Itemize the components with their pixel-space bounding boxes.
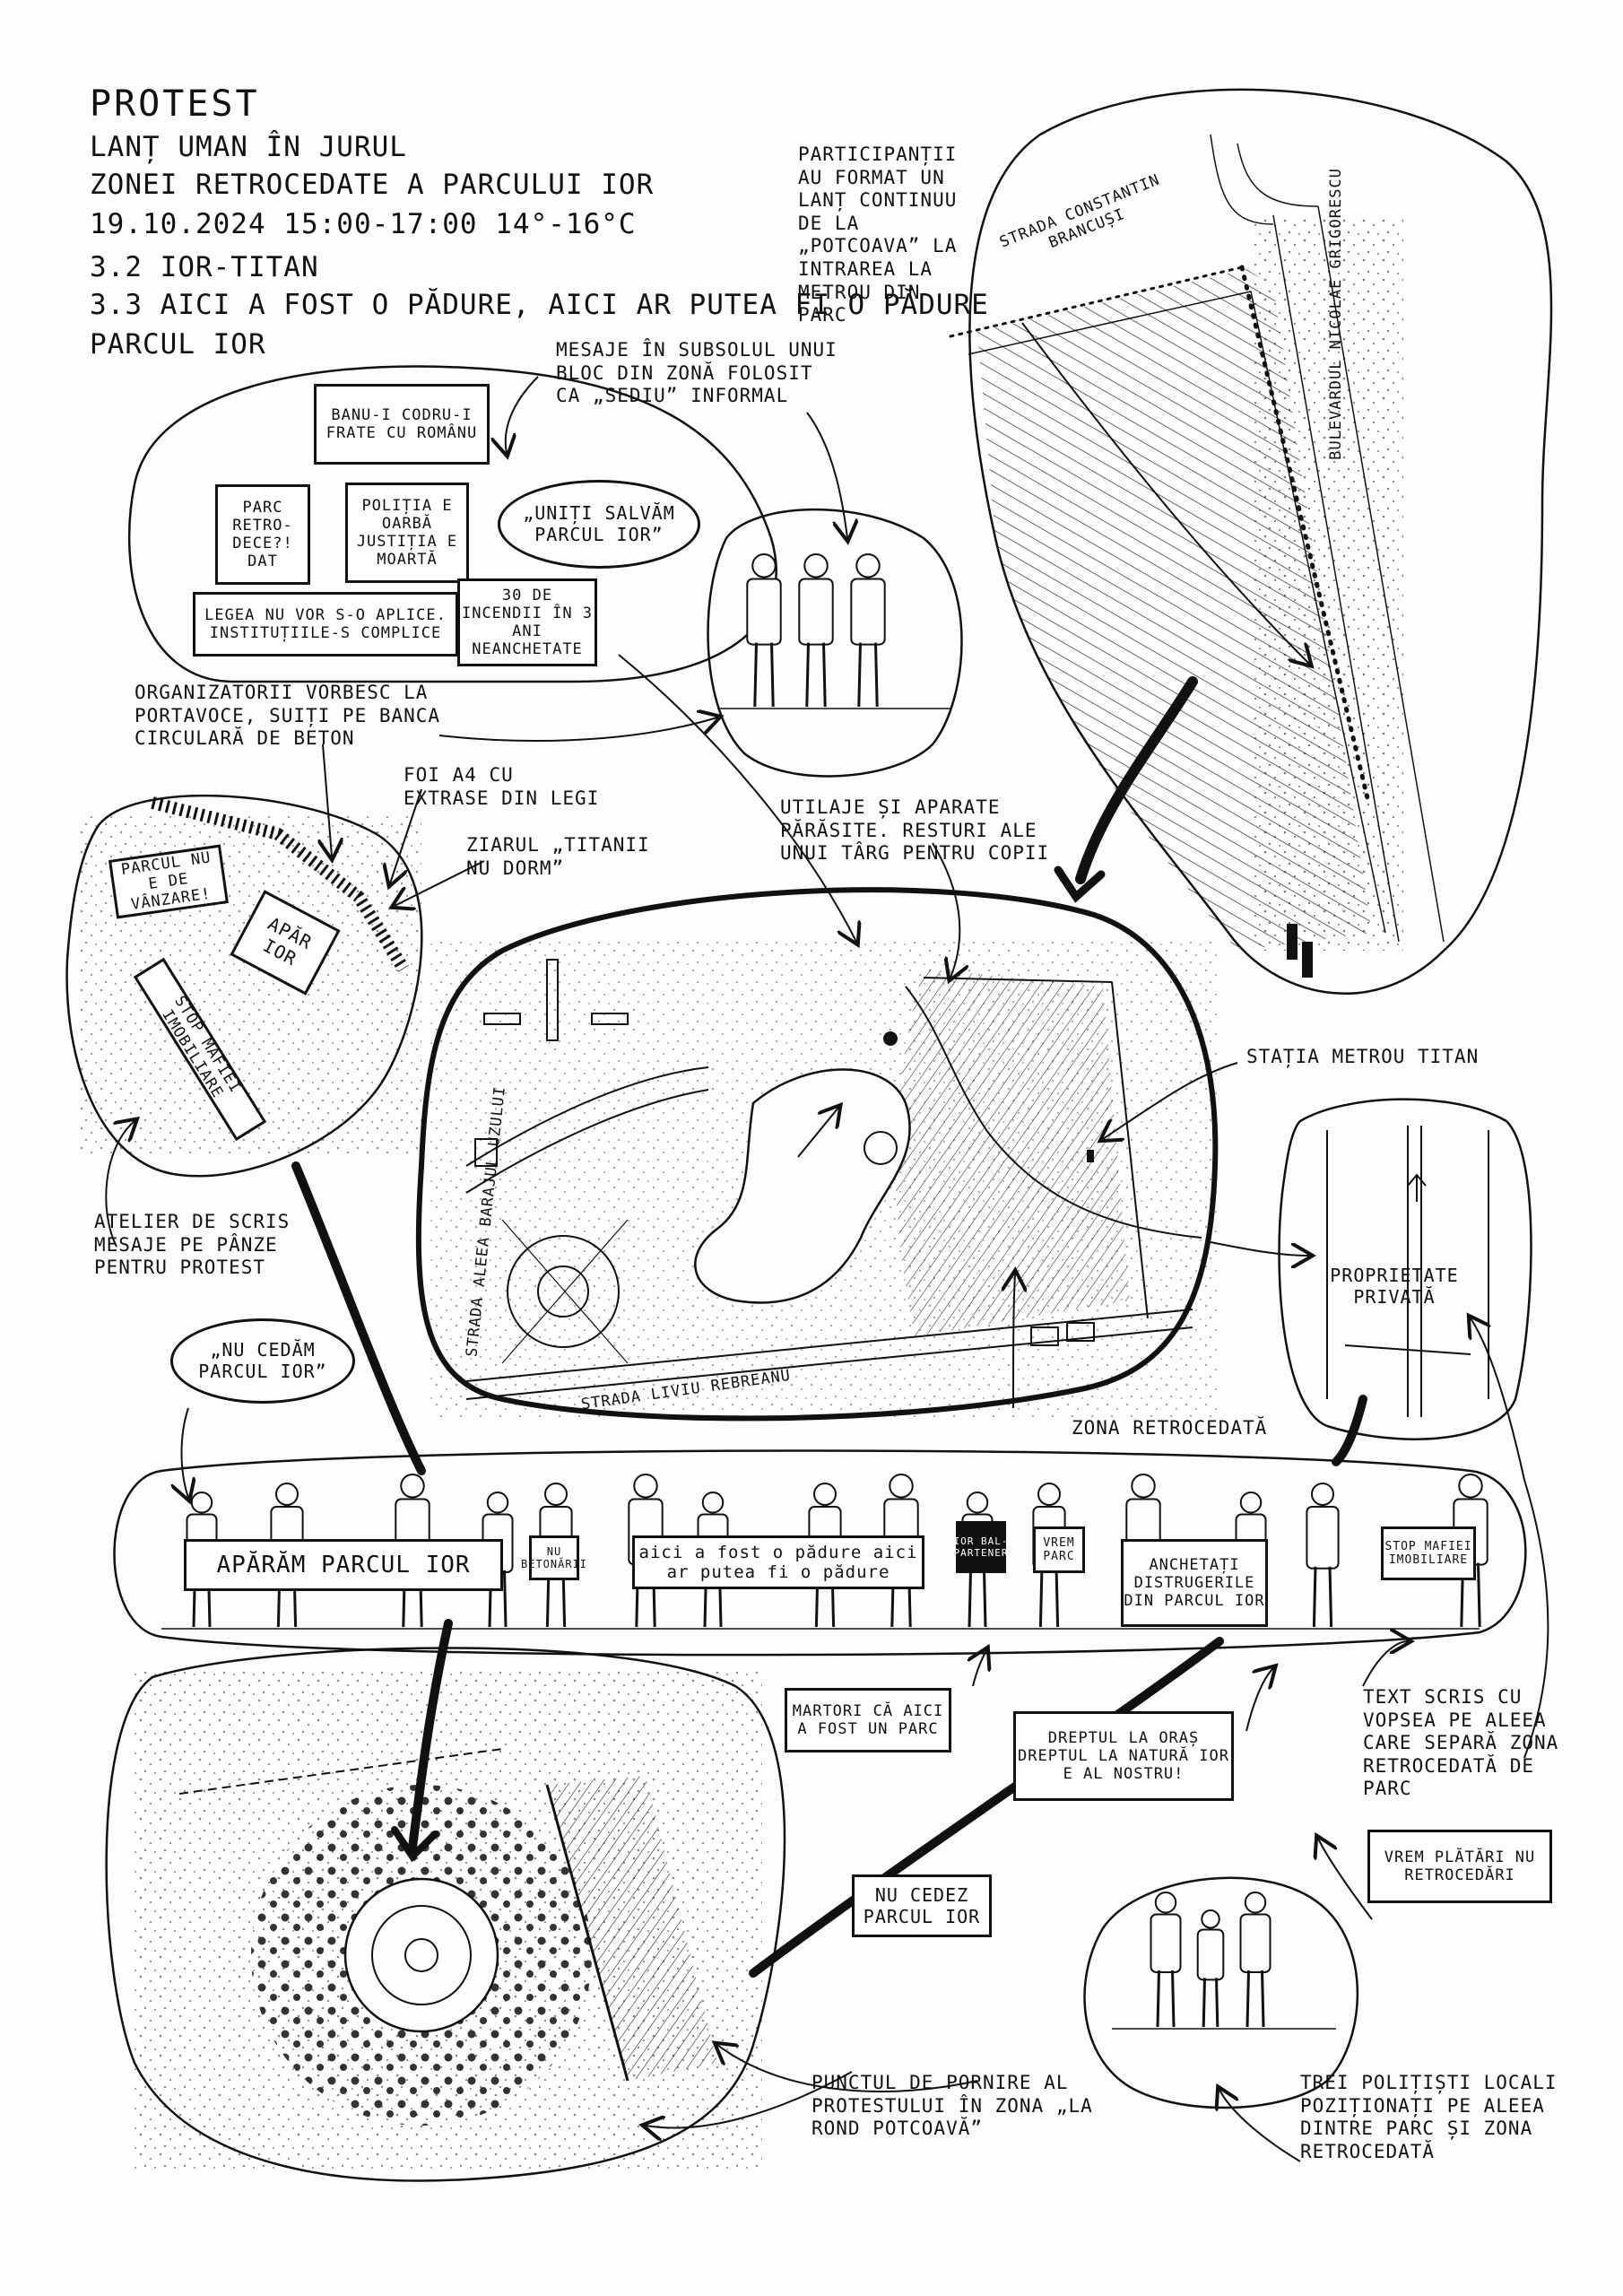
police-officer-figure — [1239, 1892, 1271, 2028]
megaphone-protester-figure — [850, 553, 886, 708]
banner-anchetati-distrugerile: ANCHETAȚI DISTRUGERILE DIN PARCUL IOR — [1121, 1539, 1268, 1627]
note-painted-text: TEXT SCRIS CU VOPSEA PE ALEEA CARE SEPAR… — [1363, 1686, 1559, 1800]
protester-figure — [1306, 1483, 1340, 1628]
note-basement: MESAJE ÎN SUBSOLUL UNUI BLOC DIN ZONĂ FO… — [556, 339, 838, 407]
header-line-7: PARCUL IOR — [90, 328, 266, 361]
leader-arrows — [105, 322, 1549, 2162]
sign-parc-retrodece: PARC RETRO-DECE?! DAT — [215, 484, 310, 585]
label-proprietate-privata: PROPRIETATE PRIVATĂ — [1330, 1265, 1459, 1309]
sign-nu-cedez: NU CEDEZ PARCUL IOR — [852, 1874, 992, 1937]
header-line-5: 3.2 IOR-TITAN — [90, 251, 319, 283]
header-line-2: LANȚ UMAN ÎN JURUL — [90, 131, 407, 163]
note-newspaper: ZIARUL „TITANII NU DORM” — [466, 834, 650, 879]
banner-ior-bal-partener: IOR BAL-PARTENER — [954, 1521, 1008, 1573]
banner-aici-a-fost-o-padure: aici a fost o pădure aici ar putea fi o … — [632, 1535, 924, 1589]
aerial-view-bubble — [949, 88, 1553, 995]
banner-aparam-parcul-ior: APĂRĂM PARCUL IOR — [184, 1539, 503, 1591]
sign-politia-oarba: POLIȚIA E OARBĂ JUSTIȚIA E MOARTĂ — [345, 483, 469, 583]
note-local-police: TREI POLIȚIȘTI LOCALI POZIȚIONAȚI PE ALE… — [1300, 2072, 1558, 2162]
note-participants: PARTICIPANȚII AU FORMAT UN LANȚ CONTINUU… — [798, 144, 958, 326]
start-point-bubble — [105, 1647, 786, 2182]
banner-stop-mafiei: STOP MAFIEI IMOBILIARE — [1381, 1526, 1476, 1580]
sign-martori: MARTORI CĂ AICI A FOST UN PARC — [785, 1688, 951, 1752]
police-bubble — [1083, 1876, 1358, 2109]
note-organizers: ORGANIZATORII VORBESC LA PORTAVOCE, SUIȚ… — [135, 682, 441, 750]
banner-vrem-parc: VREM PARC — [1033, 1526, 1085, 1573]
flow-arrows — [291, 676, 1367, 1978]
megaphone-protester-figure — [746, 553, 782, 708]
label-bd-grigorescu: BULEVARDUL NICOLAE GRIGORESCU — [1327, 168, 1345, 460]
banner-nu-betonarii: NU BETONĂRII — [521, 1535, 586, 1580]
sign-dreptul-la-oras: DREPTUL LA ORAȘ DREPTUL LA NATURĂ IOR E … — [1013, 1711, 1234, 1801]
note-writing-workshop: ATELIER DE SCRIS MESAJE PE PÂNZE PENTRU … — [94, 1211, 291, 1279]
sign-banu-codru: BANU-I CODRU-I FRATE CU ROMÂNU — [314, 384, 490, 465]
speech-bubble-nu-cedam: „NU CEDĂM PARCUL IOR” — [170, 1318, 355, 1404]
sign-30-incendii: 30 DE INCENDII ÎN 3 ANI NEANCHETATE — [457, 578, 597, 666]
note-a4-sheets: FOI A4 CU EXTRASE DIN LEGI — [404, 764, 600, 809]
note-start-point: PUNCTUL DE PORNIRE AL PROTESTULUI ÎN ZON… — [812, 2072, 1093, 2140]
header-date-line: 19.10.2024 15:00-17:00 14°-16°C — [90, 208, 637, 240]
speech-bubble-uniti: „UNIȚI SALVĂM PARCUL IOR” — [498, 480, 700, 569]
megaphone-protester-figure — [798, 553, 834, 708]
note-metro-station: STAȚIA METROU TITAN — [1246, 1046, 1480, 1067]
megaphone-bubble — [707, 508, 963, 778]
basement-bubble — [127, 365, 777, 683]
note-retroceded-zone: ZONA RETROCEDATĂ — [1072, 1417, 1268, 1439]
central-park-map — [415, 887, 1219, 1422]
police-officer-figure — [1196, 1909, 1225, 2028]
header-title: PROTEST — [90, 83, 260, 125]
header-line-6: 3.3 AICI A FOST O PĂDURE, AICI AR PUTEA … — [90, 289, 989, 321]
sign-vrem-platari: VREM PLĂTĂRI NU RETROCEDĂRI — [1367, 1830, 1552, 1903]
sign-legea-nu: LEGEA NU VOR S-O APLICE. INSTITUȚIILE-S … — [193, 592, 458, 657]
police-officer-figure — [1150, 1892, 1182, 2028]
note-abandoned-equipment: UTILAJE ȘI APARATE PĂRĂSITE. RESTURI ALE… — [780, 796, 1050, 865]
header-line-3: ZONEI RETROCEDATE A PARCULUI IOR — [90, 169, 655, 201]
